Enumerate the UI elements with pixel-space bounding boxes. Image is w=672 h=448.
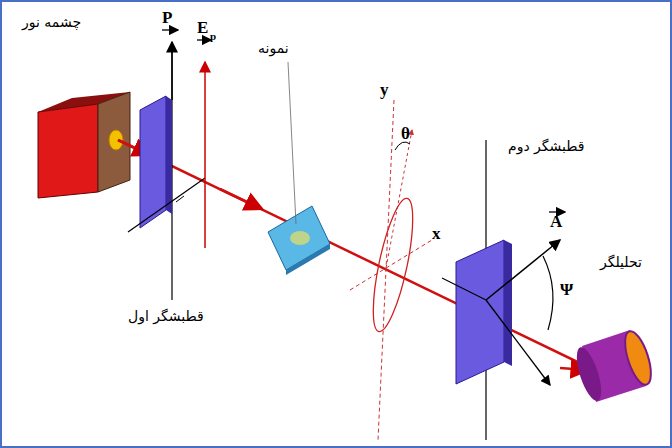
- analyzer-axis-symbol: A: [550, 212, 562, 232]
- axis-label: y: [380, 80, 389, 100]
- sample-label: نمونه: [258, 40, 289, 57]
- angle-symbol: Ψ: [560, 280, 573, 300]
- source-label: چشمه نور: [22, 14, 81, 31]
- polarizer-label: قطبشگر اول: [128, 308, 204, 325]
- polarizer-axis-symbol: P: [162, 8, 172, 28]
- angle-symbol: θ: [401, 124, 410, 144]
- axis-label: x: [432, 224, 441, 244]
- field-subscript: p: [210, 30, 216, 43]
- polarizer-label: قطبشگر دوم: [508, 138, 584, 155]
- analyzer-label: تحلیلگر: [600, 254, 642, 271]
- field-vector-symbol: E: [197, 18, 208, 38]
